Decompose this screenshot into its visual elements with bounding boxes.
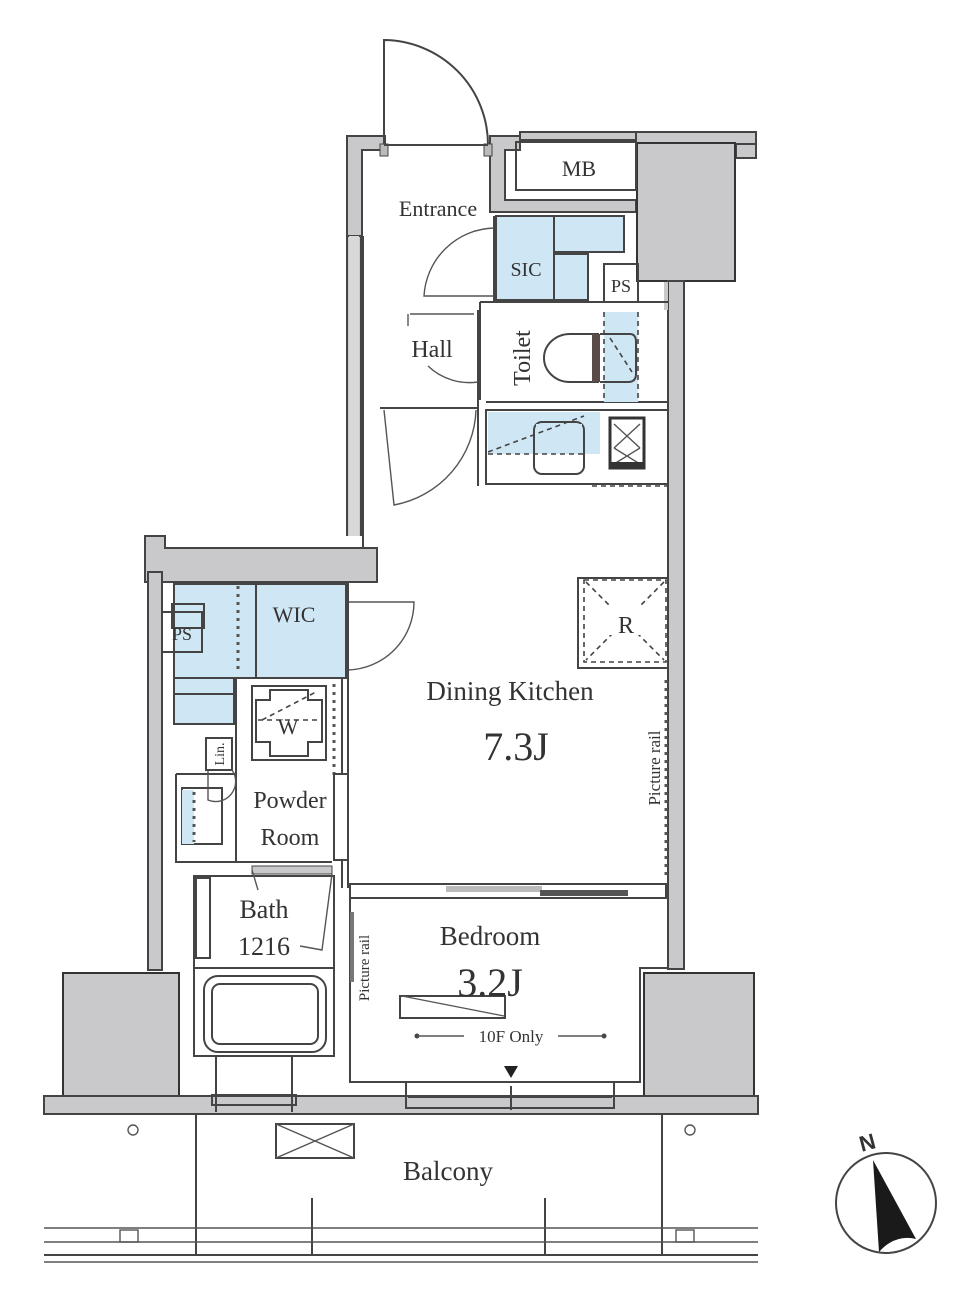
label-picture-rail-bed: Picture rail bbox=[357, 935, 373, 1001]
kitchen-counter bbox=[485, 409, 669, 487]
room-label-balcony: Balcony bbox=[403, 1156, 493, 1186]
room-label-ps-left: PS bbox=[172, 624, 192, 644]
refrigerator-space bbox=[577, 577, 669, 669]
room-label-ps-top: PS bbox=[611, 276, 631, 296]
room-label-bath-line2: 1216 bbox=[238, 932, 290, 961]
room-label-sic: SIC bbox=[510, 259, 541, 281]
label-10f-only: 10F Only bbox=[479, 1027, 544, 1046]
walk-in-closet bbox=[161, 583, 347, 725]
bedroom bbox=[349, 883, 668, 1110]
north-arrow-icon bbox=[873, 1160, 916, 1252]
room-label-entrance: Entrance bbox=[399, 196, 477, 221]
room-label-toilet: Toilet bbox=[510, 330, 536, 386]
room-label-powder-line2: Room bbox=[261, 825, 320, 851]
room-label-washer: W bbox=[278, 714, 299, 739]
room-label-wic: WIC bbox=[273, 602, 316, 627]
room-label-powder-line1: Powder bbox=[253, 788, 326, 814]
room-label-bedroom: Bedroom bbox=[440, 921, 541, 951]
compass-north-label: N bbox=[856, 1128, 878, 1156]
bathroom bbox=[193, 865, 335, 1112]
appliance-label-refrigerator: R bbox=[618, 613, 634, 639]
room-label-hall: Hall bbox=[411, 337, 453, 363]
toilet-room bbox=[479, 301, 668, 403]
entrance-door bbox=[379, 38, 493, 157]
walls bbox=[43, 131, 759, 1115]
balcony bbox=[44, 1114, 758, 1263]
room-label-dining-kitchen: Dining Kitchen bbox=[426, 676, 594, 706]
room-label-bath-line1: Bath bbox=[239, 895, 288, 924]
label-picture-rail-dk: Picture rail bbox=[645, 730, 664, 805]
room-label-linen: Lin. bbox=[213, 743, 228, 766]
room-size-bedroom: 3.2J bbox=[457, 960, 523, 1005]
compass: N bbox=[835, 1128, 937, 1254]
room-label-mb: MB bbox=[562, 156, 596, 181]
powder-room bbox=[175, 678, 349, 863]
shoe-closet bbox=[493, 215, 625, 301]
room-size-dining-kitchen: 7.3J bbox=[483, 724, 549, 769]
